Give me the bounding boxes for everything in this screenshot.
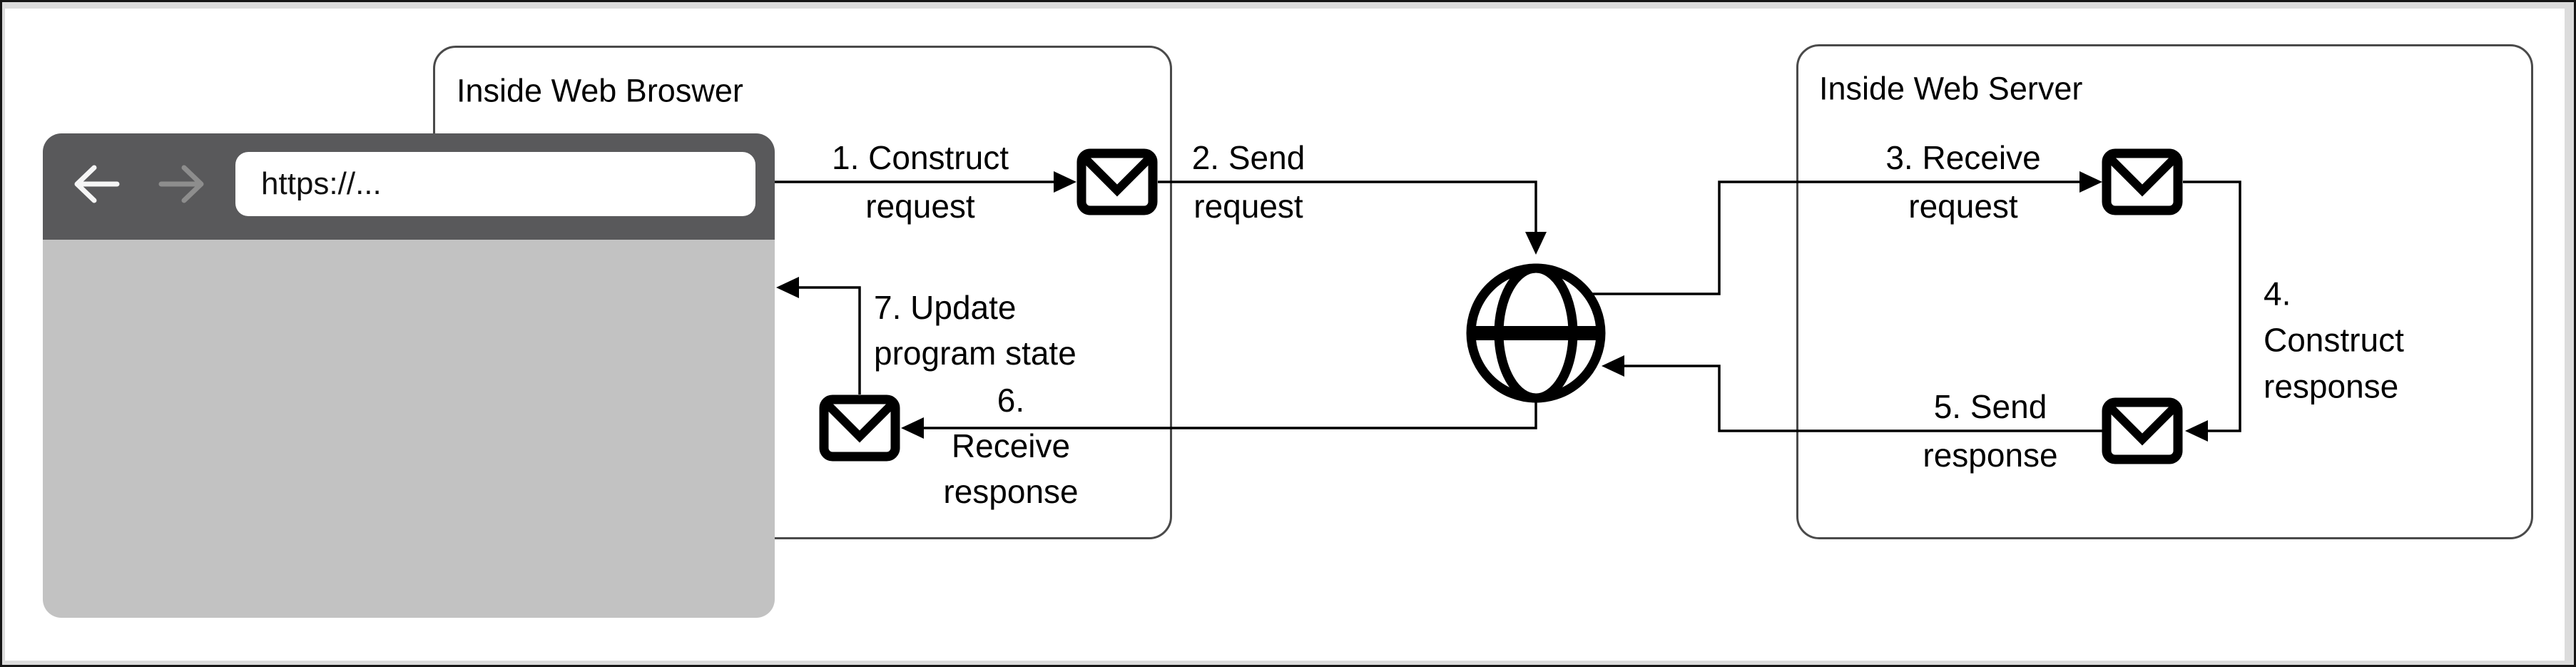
browser-window: https://... [43,133,775,618]
step-label-update-program-state: 7. Update program state [874,285,1076,376]
server-group-box [1796,44,2533,539]
step-line: 6. [997,382,1025,419]
step-line: response [1923,437,2058,474]
server-box-label: Inside Web Server [1819,70,2083,107]
arrowhead-step2 [1525,232,1547,255]
step-line: 4. [2264,275,2291,312]
step-line: 7. Update [874,289,1017,326]
step-line: 5. Send [1933,388,2047,425]
browser-box-label: Inside Web Broswer [457,72,743,109]
step-line: request [1908,188,2018,225]
step-label-receive-request: 3. Receive request [1885,133,2040,230]
back-arrow-icon[interactable] [70,159,124,209]
step-label-receive-response: 6. Receive response [943,377,1078,514]
step-line: response [943,473,1079,510]
url-input[interactable]: https://... [235,152,755,216]
forward-arrow-icon[interactable] [154,159,208,209]
step-line: request [1193,188,1303,225]
step-label-send-request: 2. Send request [1192,133,1305,230]
browser-toolbar: https://... [43,133,775,240]
globe-icon [1466,263,1606,403]
step-line: request [865,188,975,225]
step-label-send-response: 5. Send response [1923,382,2057,479]
step-line: 3. Receive [1885,139,2041,176]
step-line: Receive [951,427,1071,464]
step-line: response [2264,367,2399,405]
step-line: 2. Send [1191,139,1305,176]
arrowhead-step5 [1602,355,1624,377]
step-label-construct-request: 1. Construct request [832,133,1009,230]
browser-viewport [43,240,775,618]
step-line: Construct [2264,321,2404,359]
step-line: program state [874,335,1076,372]
step-line: 1. Construct [832,139,1009,176]
url-value: https://... [261,166,382,201]
step-label-construct-response: 4. Construct response [2264,271,2404,410]
